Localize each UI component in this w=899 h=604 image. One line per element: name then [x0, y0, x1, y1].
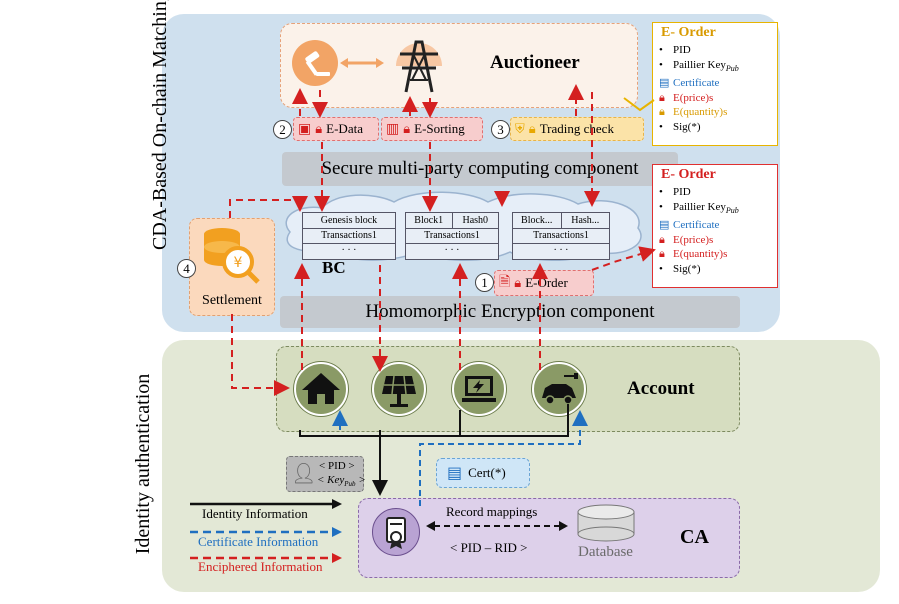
document-icon: 🗎︎	[499, 275, 511, 290]
block-transactions: Transactions1	[303, 229, 395, 244]
e-order-item: •Paillier KeyPub	[659, 200, 739, 215]
svg-text:¥: ¥	[234, 255, 243, 271]
lock-icon: 🔒︎	[528, 121, 536, 136]
lock-icon: 🔒︎	[514, 275, 522, 290]
ca-label: CA	[680, 526, 709, 548]
auctioneer-label: Auctioneer	[490, 52, 580, 73]
account-label: Account	[627, 378, 695, 399]
e-order-item: ▤Certificate	[659, 77, 720, 90]
e-order-card-gold: E- Order •PID •Paillier KeyPub ▤Certific…	[652, 22, 778, 146]
block-dots: · · ·	[444, 245, 460, 256]
blockchain-label: BC	[322, 258, 346, 277]
certificate-icon: ▤	[659, 219, 670, 232]
homomorphic-encryption-component: Homomorphic Encryption component	[280, 296, 740, 328]
e-order-card-red: E- Order •PID •Paillier KeyPub ▤Certific…	[652, 164, 778, 288]
mapping-arrow	[426, 521, 568, 531]
step-2-number: 2	[273, 120, 292, 139]
step-3-number: 3	[491, 120, 510, 139]
double-arrow-icon	[340, 56, 384, 68]
e-order-item: •Sig(*)	[659, 262, 701, 275]
e-order-item: •Paillier KeyPub	[659, 58, 739, 73]
block-transactions: Transactions1	[513, 229, 609, 244]
step-4-number: 4	[177, 259, 196, 278]
certificate-icon: ▤	[659, 77, 670, 90]
e-order-title: E- Order	[661, 167, 716, 182]
e-order-item: 🔒︎E(price)s	[659, 91, 714, 104]
lock-icon: 🔒︎	[659, 248, 665, 261]
block-hash: Hash0	[462, 215, 489, 226]
legend: Identity Information Certificate Informa…	[186, 498, 344, 578]
block-transactions: Transactions1	[406, 229, 498, 244]
e-order-title: E- Order	[661, 25, 716, 40]
e-data-chip: ▣ 🔒︎ E-Data	[293, 117, 379, 141]
block-dots: · · ·	[341, 245, 357, 256]
legend-enciphered: Enciphered Information	[198, 559, 323, 574]
certificate-icon: ▤	[447, 465, 463, 482]
e-order-item: 🔒︎E(price)s	[659, 233, 714, 246]
e-order-item: 🔒︎E(quantity)s	[659, 248, 728, 261]
lock-icon: 🔒︎	[315, 121, 323, 136]
pid-line: < PID >	[319, 460, 355, 472]
step-1-number: 1	[475, 273, 494, 292]
lock-icon: 🔒︎	[659, 91, 665, 104]
key-line: < KeyPub >	[317, 474, 366, 489]
database-icon	[574, 504, 638, 547]
smpc-component: Secure multi-party computing component	[282, 152, 678, 186]
unknown-user-icon: 👤︎	[291, 463, 317, 485]
e-order-item: •Sig(*)	[659, 120, 701, 133]
lock-icon: 🔒︎	[659, 233, 665, 246]
block-hash: Hash...	[571, 215, 600, 226]
e-order-item: ▤Certificate	[659, 219, 720, 232]
ca-server-icon	[372, 508, 420, 556]
lock-icon: 🔒︎	[659, 106, 665, 119]
block-id: Block1	[406, 213, 453, 228]
shield-icon: ⛨	[515, 121, 525, 136]
legend-identity: Identity Information	[202, 506, 308, 521]
block-1: Block1 Hash0 Transactions1 · · ·	[405, 212, 499, 260]
e-order-item: •PID	[659, 186, 691, 198]
chart-icon: ▣	[298, 121, 312, 137]
e-sorting-chip: ▥ 🔒︎ E-Sorting	[381, 117, 483, 141]
block-n: Block... Hash... Transactions1 · · ·	[512, 212, 610, 260]
gavel-icon	[292, 40, 338, 86]
e-order-item: 🔒︎E(quantity)s	[659, 106, 728, 119]
pid-rid-label: < PID – RID >	[450, 540, 528, 555]
house-icon	[294, 362, 348, 416]
genesis-block: Genesis block Transactions1 · · ·	[302, 212, 396, 260]
ca-box	[358, 498, 740, 578]
cert-chip: ▤ Cert(*)	[436, 458, 530, 488]
legend-arrows	[190, 499, 342, 563]
block-id: Block...	[513, 213, 562, 228]
electric-car-icon	[532, 362, 586, 416]
lock-icon: 🔒︎	[403, 121, 411, 136]
account-box	[276, 346, 740, 432]
record-mappings-label: Record mappings	[446, 504, 538, 519]
pid-key-chip: 👤︎ < PID > < KeyPub >	[286, 456, 366, 492]
legend-certificate: Certificate Information	[198, 534, 319, 549]
database-label: Database	[578, 544, 633, 560]
block-dots: · · ·	[553, 245, 569, 256]
block-header: Genesis block	[303, 213, 395, 229]
coins-search-icon: ¥	[198, 222, 264, 293]
bar-chart-icon: ▥	[386, 121, 400, 137]
settlement-label: Settlement	[202, 293, 262, 308]
battery-laptop-icon	[452, 362, 506, 416]
trading-check-chip: ⛨ 🔒︎ Trading check	[510, 117, 644, 141]
e-order-item: •PID	[659, 44, 691, 56]
power-tower-icon	[388, 28, 450, 94]
